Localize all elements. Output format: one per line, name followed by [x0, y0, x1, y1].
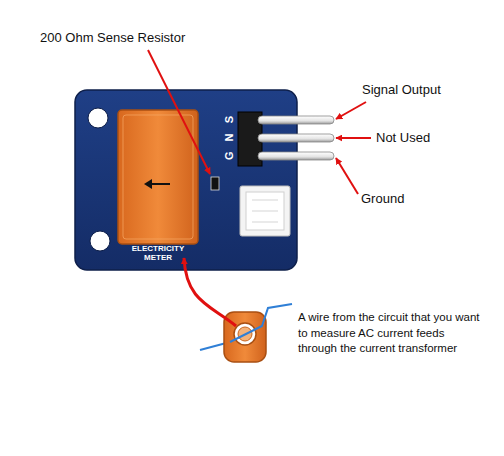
- pin-label: Not Used: [376, 130, 430, 146]
- pin-letter: G: [223, 150, 236, 162]
- leader-line: [336, 158, 358, 194]
- header-pin: [258, 134, 334, 142]
- pin-letter: N: [223, 132, 236, 144]
- pin-letter: S: [223, 114, 236, 126]
- header-pin: [258, 152, 334, 160]
- jst-connector: [240, 186, 290, 236]
- leader-line: [336, 137, 371, 139]
- part-label: 200 Ohm Sense Resistor: [40, 30, 185, 46]
- mounting-hole: [88, 108, 108, 128]
- callout-note: A wire from the circuit that you want to…: [298, 310, 480, 357]
- leader-line: [336, 102, 366, 119]
- leader-line: [184, 258, 236, 326]
- resistor-symbol: [211, 177, 219, 190]
- leader-line: [148, 50, 210, 174]
- current-transformer: [224, 312, 266, 362]
- mounting-hole: [90, 231, 110, 251]
- board-marking: ELECTRICITY METER: [121, 245, 195, 263]
- measured-wire: [230, 304, 292, 342]
- pin-label: Ground: [361, 191, 404, 207]
- current-transformer: [118, 110, 198, 244]
- pin-label: Signal Output: [362, 82, 441, 98]
- header-pin: [258, 116, 334, 124]
